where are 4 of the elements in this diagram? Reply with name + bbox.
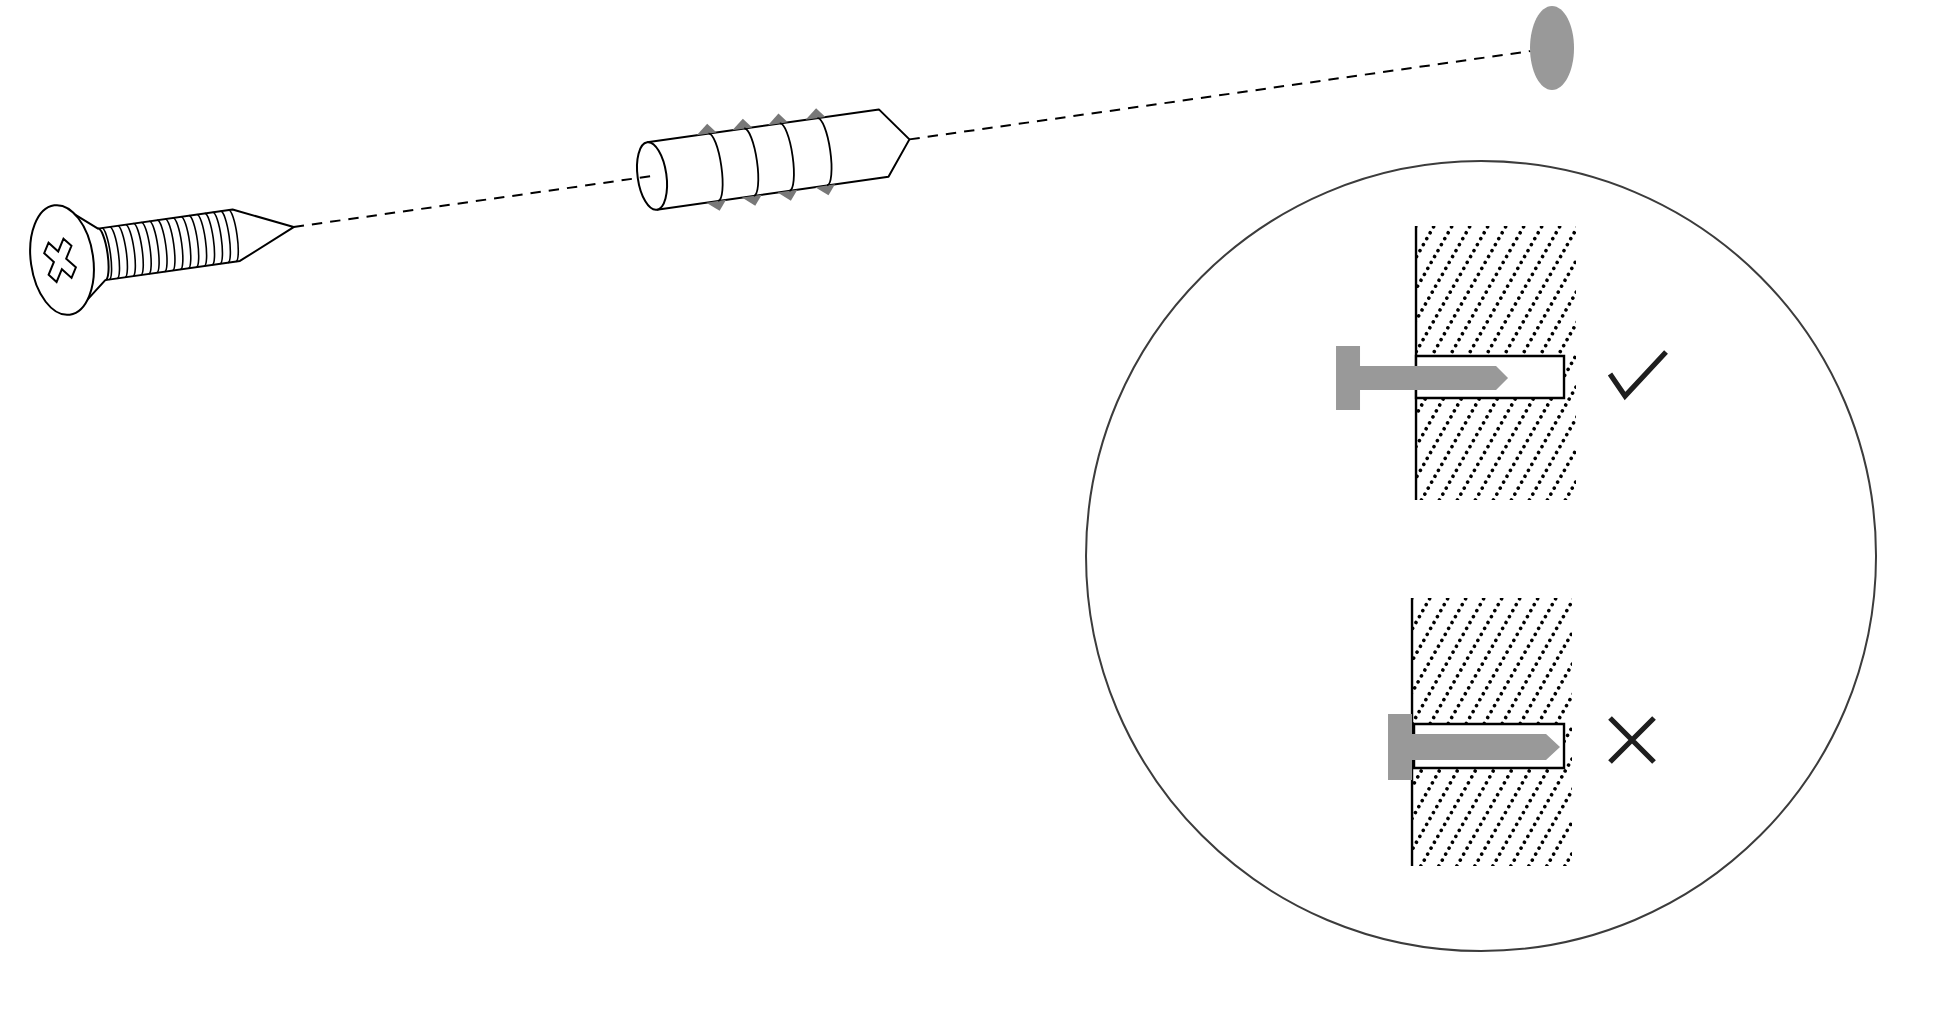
screw-drawing: [29, 204, 295, 316]
drill-hole: [1530, 6, 1574, 90]
guide-line: [908, 50, 1532, 141]
wall-anchor-drawing: [636, 108, 911, 211]
